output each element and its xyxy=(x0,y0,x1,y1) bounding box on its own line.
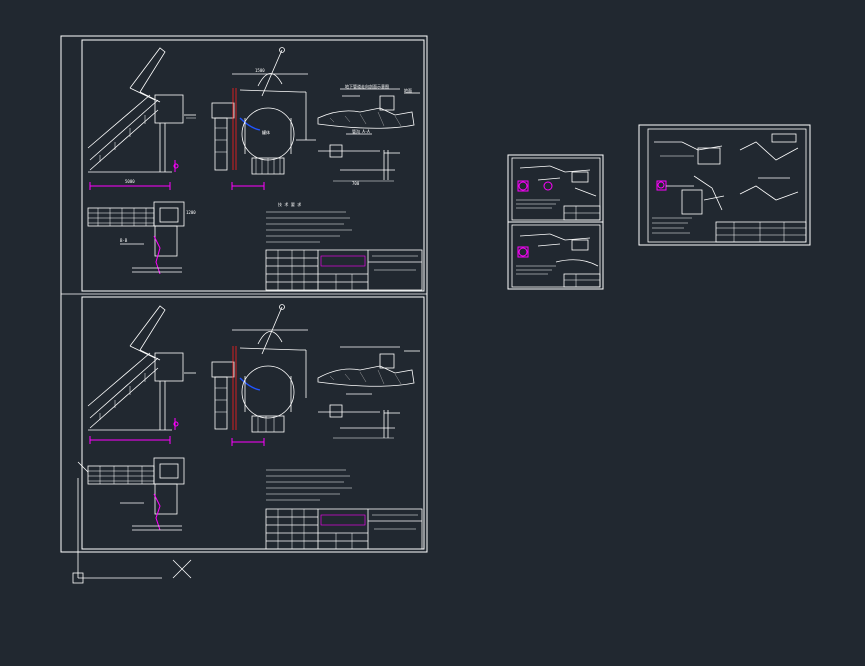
svg-text:地下管道走向剖面示意图: 地下管道走向剖面示意图 xyxy=(345,83,389,89)
technical-notes-top: 技 术 要 求 xyxy=(266,201,352,243)
sheet-top-inner-border xyxy=(81,39,425,292)
svg-text:罐体: 罐体 xyxy=(262,129,270,135)
drawing-sheet-small-b[interactable] xyxy=(507,221,604,290)
foundation-detail-bottom xyxy=(317,346,420,439)
svg-text:地面: 地面 xyxy=(404,87,412,93)
svg-text:1500: 1500 xyxy=(255,68,265,73)
drawing-sheet-bottom[interactable] xyxy=(77,296,425,550)
ucs-axis-icon xyxy=(72,478,162,584)
tank-elevation-view-bottom xyxy=(211,304,308,446)
walkway-plan-view: B-B 1200 xyxy=(87,201,196,275)
foundation-detail-top: 地下管道走向剖面示意图 地面 管沟 A-A 700 xyxy=(317,83,420,186)
technical-notes-bottom xyxy=(266,469,352,501)
svg-text:5000: 5000 xyxy=(125,179,135,184)
drawing-sheet-top[interactable]: 5000 1500 xyxy=(81,39,425,292)
drawing-sheet-small-a[interactable] xyxy=(507,154,604,223)
svg-text:700: 700 xyxy=(352,181,360,186)
svg-text:B-B: B-B xyxy=(120,238,128,243)
svg-text:管沟 A-A: 管沟 A-A xyxy=(352,128,370,134)
tank-elevation-view: 1500 罐体 xyxy=(211,47,316,190)
crosshair-cursor-icon xyxy=(172,559,192,579)
svg-text:1200: 1200 xyxy=(186,210,196,215)
drawing-sheet-wide[interactable] xyxy=(638,124,811,246)
walkway-plan-view-bottom xyxy=(77,457,185,531)
ladder-side-view-bottom xyxy=(87,305,196,444)
svg-text:技 术 要 求: 技 术 要 求 xyxy=(278,201,301,207)
title-block-top xyxy=(265,249,423,291)
sheet-bottom-inner-border xyxy=(81,296,425,550)
title-block-bottom xyxy=(265,508,423,550)
ladder-side-view: 5000 xyxy=(87,47,196,190)
